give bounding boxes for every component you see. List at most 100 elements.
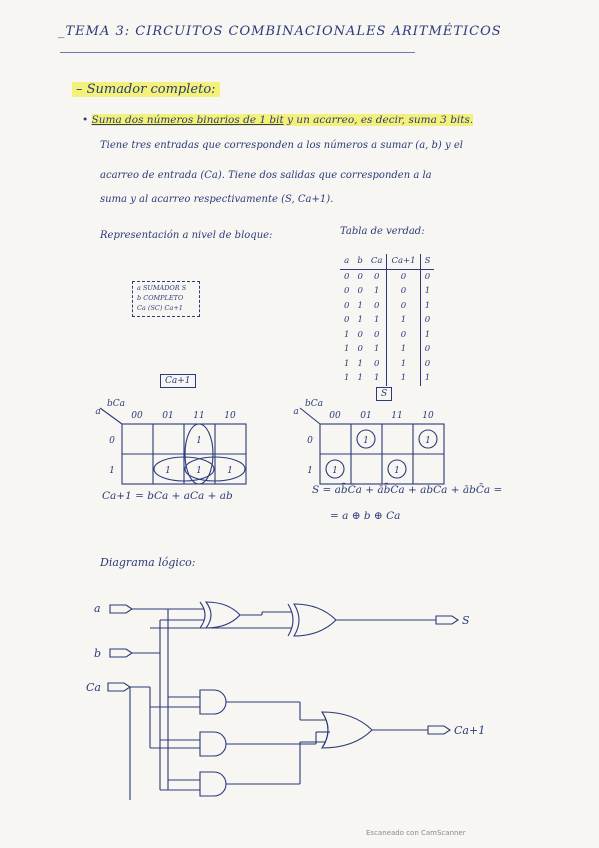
diag-input-b: b bbox=[94, 647, 101, 660]
xor-gate-1-back bbox=[199, 601, 206, 629]
tt-cell: 0 bbox=[386, 327, 421, 342]
tt-cell: 0 bbox=[344, 315, 350, 326]
bullet-line: • Suma dos números binarios de 1 bit y u… bbox=[82, 114, 474, 126]
tt-header: Ca+1 bbox=[386, 254, 421, 270]
section-heading: – Sumador completo: bbox=[72, 82, 220, 97]
tt-cell: 1 bbox=[373, 373, 380, 384]
xor-gate-1 bbox=[204, 601, 241, 629]
and-gate-1 bbox=[199, 689, 227, 715]
tt-cell: 0 bbox=[344, 271, 350, 282]
tt-cell: 1 bbox=[386, 371, 421, 386]
diag-input-a: a bbox=[94, 602, 101, 615]
xor-gate-2 bbox=[293, 603, 337, 637]
and-gate-2 bbox=[199, 731, 227, 757]
kmap-col-header: 11 bbox=[391, 411, 402, 421]
diag-input-ca: Ca bbox=[86, 681, 101, 694]
kmap-row-header: 1 bbox=[109, 466, 115, 476]
kmap-carry-one: 1 bbox=[165, 466, 171, 476]
tt-cell: 0 bbox=[357, 286, 363, 297]
title-underline bbox=[60, 52, 415, 53]
tt-cell: 1 bbox=[386, 342, 421, 357]
tt-cell: 0 bbox=[386, 298, 421, 313]
kmap-corner-row: a bbox=[95, 407, 100, 417]
tt-header: S bbox=[419, 254, 435, 270]
carry-group-right bbox=[184, 456, 246, 482]
kmap-col-header: 01 bbox=[162, 411, 173, 421]
input-b-connector bbox=[109, 648, 133, 658]
sum-term-circle bbox=[356, 429, 376, 449]
diag-output-ca1: Ca+1 bbox=[454, 724, 485, 737]
truth-table-label: Tabla de verdad: bbox=[340, 226, 425, 237]
tt-cell: 1 bbox=[357, 373, 363, 384]
xor-gate-2-back bbox=[287, 603, 294, 637]
tt-cell: 0 bbox=[357, 271, 363, 282]
kmap-corner-col: bCa bbox=[107, 399, 125, 409]
tt-cell: 1 bbox=[419, 371, 435, 386]
tt-header: b bbox=[353, 254, 367, 270]
tt-cell: 0 bbox=[419, 269, 435, 284]
kmap-col-header: 01 bbox=[360, 411, 371, 421]
tt-cell: 1 bbox=[386, 313, 421, 328]
tt-cell: 0 bbox=[419, 356, 435, 371]
tt-cell: 1 bbox=[344, 344, 350, 355]
bullet-highlight: Suma dos números binarios de 1 bit bbox=[91, 114, 284, 126]
kmap-sum-grid bbox=[299, 407, 445, 485]
tt-cell: 1 bbox=[344, 358, 350, 369]
bullet-rest: y un acarreo, es decir, suma 3 bits. bbox=[283, 114, 474, 126]
tt-header: a bbox=[340, 254, 354, 270]
kmap-corner-col: bCa bbox=[305, 399, 323, 409]
tt-cell: 0 bbox=[357, 344, 363, 355]
kmap-col-header: 11 bbox=[193, 411, 204, 421]
tt-cell: 0 bbox=[373, 300, 380, 311]
tt-cell: 0 bbox=[386, 284, 421, 299]
kmap-sum-one: 1 bbox=[332, 466, 338, 476]
kmap-row-header: 0 bbox=[307, 436, 313, 446]
output-ca1-connector bbox=[427, 725, 451, 735]
input-a-connector bbox=[109, 604, 133, 614]
tt-cell: 0 bbox=[373, 271, 380, 282]
kmap-corner-row: a bbox=[293, 407, 298, 417]
logic-diagram-label: Diagrama lógico: bbox=[100, 556, 196, 569]
block-line-3: Ca (SC) Ca+1 bbox=[137, 304, 183, 312]
tt-header: Ca bbox=[366, 254, 387, 270]
diag-output-s: S bbox=[462, 614, 470, 627]
kmap-row-header: 0 bbox=[109, 436, 115, 446]
tt-cell: 1 bbox=[344, 329, 350, 340]
tt-cell: 1 bbox=[419, 298, 435, 313]
carry-group-left bbox=[153, 456, 215, 482]
scanner-footer: Escaneado con CamScanner bbox=[366, 829, 466, 837]
kmap-carry-one: 1 bbox=[196, 466, 202, 476]
input-ca-connector bbox=[107, 682, 131, 692]
tt-cell: 1 bbox=[357, 315, 363, 326]
sum-term-circle bbox=[387, 459, 407, 479]
kmap-sum-one: 1 bbox=[394, 466, 400, 476]
tt-cell: 0 bbox=[419, 342, 435, 357]
kmap-carry-one: 1 bbox=[196, 436, 202, 446]
block-line-2: b COMPLETO bbox=[137, 294, 184, 302]
tt-cell: 1 bbox=[419, 327, 435, 342]
or-gate bbox=[320, 711, 373, 749]
sum-term-circle bbox=[325, 459, 345, 479]
carry-equation: Ca+1 = bCa + aCa + ab bbox=[102, 490, 233, 502]
kmap-col-header: 10 bbox=[422, 411, 434, 421]
tt-cell: 1 bbox=[386, 356, 421, 371]
kmap-col-header: 10 bbox=[224, 411, 236, 421]
logic-diagram bbox=[107, 601, 459, 800]
output-s-connector bbox=[435, 615, 459, 625]
sum-term-circle bbox=[418, 429, 438, 449]
tt-cell: 1 bbox=[357, 358, 363, 369]
tt-cell: 1 bbox=[344, 373, 350, 384]
kmap-col-header: 00 bbox=[329, 411, 341, 421]
paragraph-line-2: acarreo de entrada (Ca). Tiene dos salid… bbox=[100, 170, 432, 181]
kmap-sum-one: 1 bbox=[425, 436, 431, 446]
